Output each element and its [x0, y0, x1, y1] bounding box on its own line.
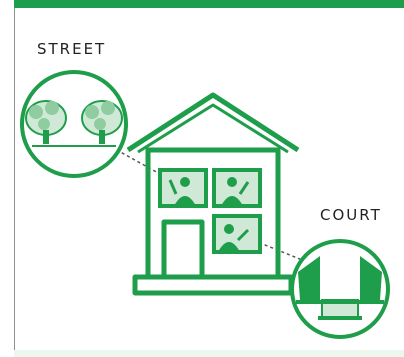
- street-circle: [22, 72, 126, 176]
- window-top-left: [160, 170, 206, 206]
- house-base: [135, 277, 291, 293]
- window-bottom-right: [214, 216, 260, 252]
- house-door: [164, 222, 202, 277]
- court-circle: [292, 241, 388, 337]
- window-top-right: [214, 170, 260, 206]
